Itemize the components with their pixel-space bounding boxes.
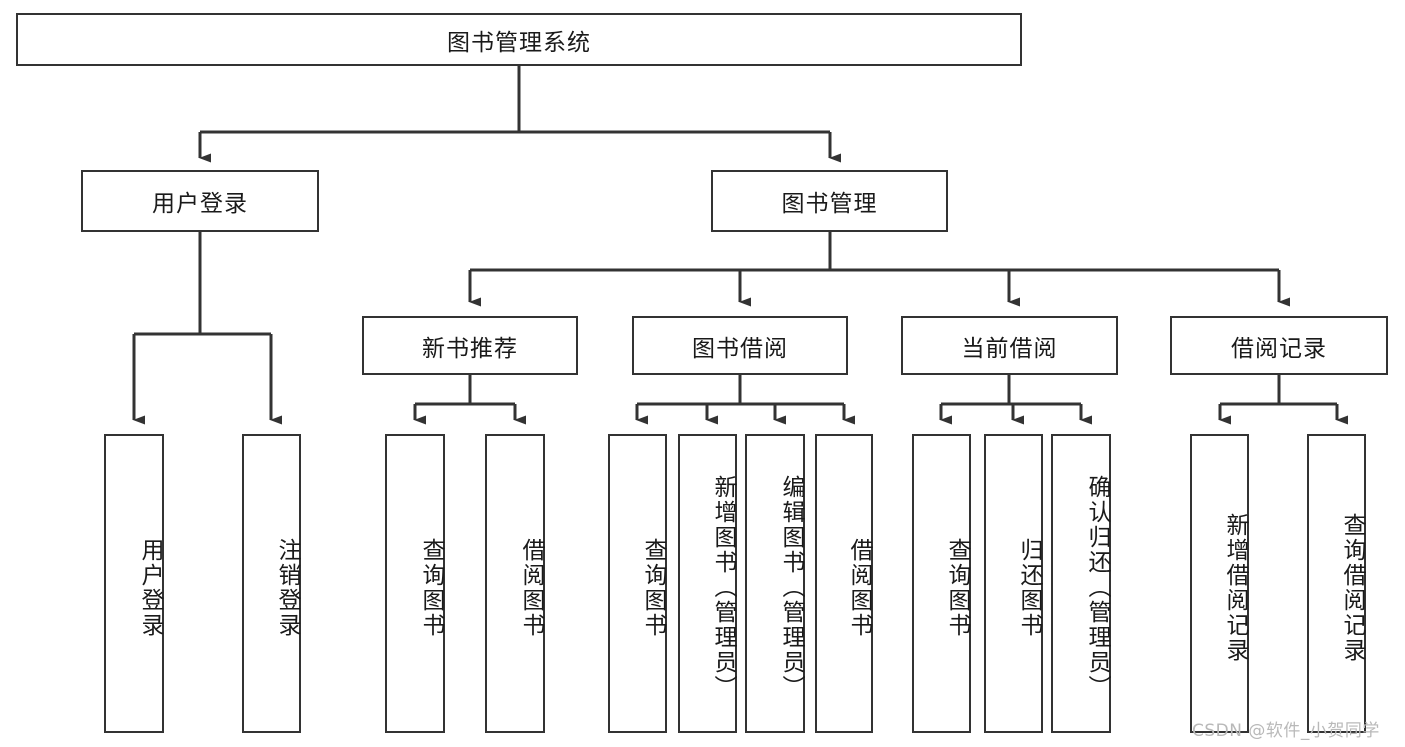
node-leaf-edit-book-admin[interactable]: 编辑图书（管理员） (745, 434, 805, 733)
node-leaf-query-book-recommend[interactable]: 查询图书 (385, 434, 445, 733)
node-leaf-query-borrow-record[interactable]: 查询借阅记录 (1307, 434, 1366, 733)
node-book-manage[interactable]: 图书管理 (711, 170, 948, 232)
node-user-login[interactable]: 用户登录 (81, 170, 319, 232)
node-label: 当前借阅 (961, 335, 1058, 362)
node-label: 编辑图书（管理员） (778, 475, 804, 700)
node-leaf-user-login[interactable]: 用户登录 (104, 434, 164, 733)
node-label: 归还图书 (1016, 537, 1042, 638)
node-label: 借阅图书 (518, 537, 544, 638)
node-book-borrow[interactable]: 图书借阅 (632, 316, 848, 375)
node-label: 新增借阅记录 (1222, 512, 1248, 663)
node-label: 查询图书 (418, 537, 444, 638)
node-leaf-borrow-book[interactable]: 借阅图书 (815, 434, 873, 733)
node-label: 新增图书（管理员） (710, 475, 736, 700)
node-leaf-borrow-book-recommend[interactable]: 借阅图书 (485, 434, 545, 733)
node-current-borrow[interactable]: 当前借阅 (901, 316, 1118, 375)
node-label: 用户登录 (152, 191, 248, 217)
node-label: 查询图书 (640, 537, 666, 638)
node-borrow-record[interactable]: 借阅记录 (1170, 316, 1388, 375)
node-label: 确认归还（管理员） (1084, 475, 1110, 700)
node-root-system[interactable]: 图书管理系统 (16, 13, 1022, 66)
watermark-text: CSDN @软件_小贺同学 (1192, 721, 1380, 741)
node-leaf-query-book-borrow[interactable]: 查询图书 (608, 434, 667, 733)
node-label: 借阅图书 (846, 537, 872, 638)
node-leaf-add-book-admin[interactable]: 新增图书（管理员） (678, 434, 737, 733)
node-label: 查询借阅记录 (1339, 512, 1365, 663)
node-label: 图书借阅 (692, 335, 788, 362)
node-label: 用户登录 (137, 537, 163, 638)
node-leaf-user-logout[interactable]: 注销登录 (242, 434, 301, 733)
node-label: 图书管理系统 (447, 29, 591, 56)
node-new-book-recommend[interactable]: 新书推荐 (362, 316, 578, 375)
node-leaf-add-borrow-record[interactable]: 新增借阅记录 (1190, 434, 1249, 733)
node-leaf-return-book[interactable]: 归还图书 (984, 434, 1043, 733)
node-label: 查询图书 (944, 537, 970, 638)
node-leaf-query-book-current[interactable]: 查询图书 (912, 434, 971, 733)
node-leaf-confirm-return-admin[interactable]: 确认归还（管理员） (1051, 434, 1111, 733)
node-label: 借阅记录 (1231, 335, 1327, 362)
node-label: 注销登录 (274, 537, 300, 638)
node-label: 新书推荐 (422, 335, 518, 362)
node-label: 图书管理 (781, 191, 878, 217)
